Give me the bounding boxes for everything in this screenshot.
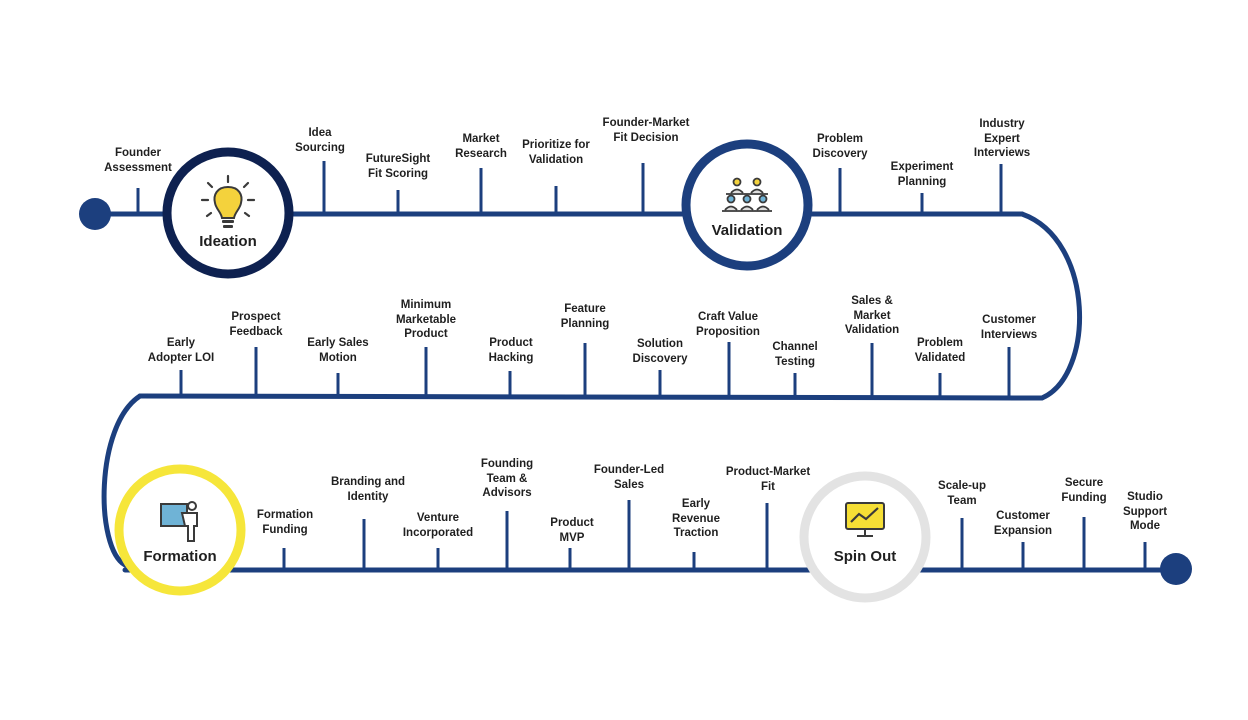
formation-circle	[114, 464, 246, 596]
track-curve-right	[1019, 211, 1083, 401]
step-label: Formation Funding	[256, 509, 314, 536]
step-label: Venture Incorporated	[402, 512, 474, 539]
step-label: Prioritize for Validation	[522, 139, 590, 166]
step-label: Founder-Led Sales	[593, 464, 665, 491]
presenter-icon	[160, 501, 198, 542]
audience-icon	[722, 177, 772, 212]
step-label: Founder Assessment	[104, 147, 172, 174]
step-label: Problem Validated	[914, 337, 966, 364]
step-label: Solution Discovery	[632, 338, 688, 365]
step-label: Founding Team & Advisors	[480, 458, 534, 499]
step-label: Studio Support Mode	[1122, 491, 1168, 532]
track-row-2	[137, 393, 1045, 401]
step-label: Problem Discovery	[812, 133, 868, 160]
lightbulb-icon	[200, 174, 256, 228]
step-label: Branding and Identity	[330, 476, 406, 503]
step-label: Feature Planning	[560, 303, 610, 330]
step-label: Secure Funding	[1061, 477, 1107, 504]
step-ticks	[136, 161, 1147, 569]
start-dot	[79, 198, 111, 230]
step-label: Early Revenue Traction	[672, 498, 720, 539]
step-label: FutureSight Fit Scoring	[365, 153, 431, 180]
step-label: Sales & Market Validation	[844, 295, 900, 336]
step-label: Craft Value Proposition	[696, 311, 760, 338]
step-label: Industry Expert Interviews	[973, 118, 1031, 159]
step-label: Early Adopter LOI	[147, 337, 215, 364]
step-label: Idea Sourcing	[295, 127, 345, 154]
step-label: Minimum Marketable Product	[395, 299, 457, 340]
step-label: Product MVP	[550, 517, 594, 544]
step-label: Market Research	[455, 133, 507, 160]
stage-spinout-label: Spin Out	[833, 548, 897, 565]
step-label: Channel Testing	[772, 341, 818, 368]
step-label: Customer Interviews	[980, 314, 1038, 341]
stage-validation-label: Validation	[711, 222, 783, 239]
stage-ideation-label: Ideation	[199, 233, 257, 250]
stage-formation-label: Formation	[143, 548, 217, 565]
step-label: Customer Expansion	[993, 510, 1053, 537]
end-dot	[1160, 553, 1192, 585]
step-label: Prospect Feedback	[229, 311, 283, 338]
validation-circle	[681, 139, 813, 271]
step-label: Early Sales Motion	[307, 337, 369, 364]
step-label: Founder-Market Fit Decision	[602, 117, 690, 144]
step-label: Experiment Planning	[890, 161, 954, 188]
step-label: Product-Market Fit	[725, 466, 811, 493]
step-label: Product Hacking	[488, 337, 534, 364]
track-curve-left	[101, 393, 143, 568]
monitor-chart-icon	[845, 502, 885, 537]
step-label: Scale-up Team	[938, 480, 986, 507]
